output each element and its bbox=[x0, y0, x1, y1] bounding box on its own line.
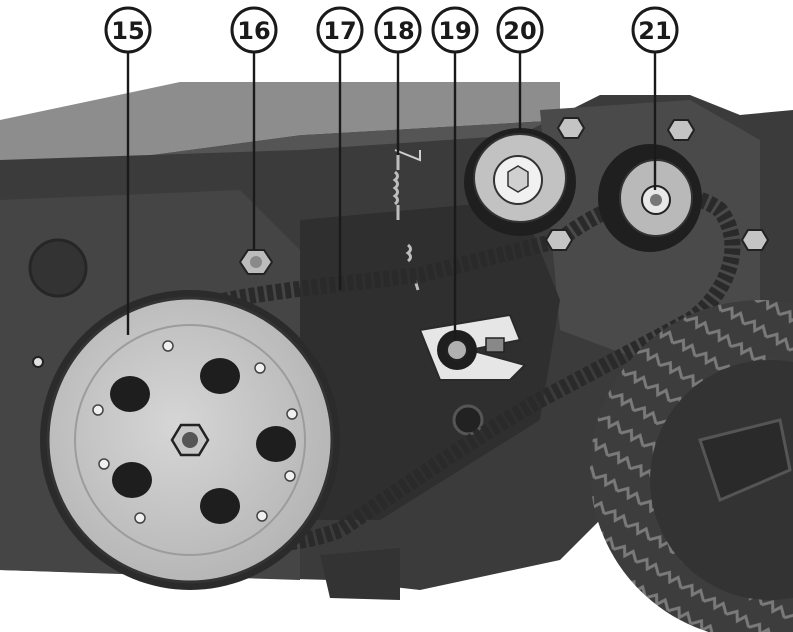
svg-text:16: 16 bbox=[237, 17, 270, 45]
callout-18: 18 bbox=[374, 6, 422, 155]
svg-text:19: 19 bbox=[438, 17, 471, 45]
pulley-small-holes bbox=[92, 340, 298, 524]
svg-text:17: 17 bbox=[323, 17, 356, 45]
driven-pulley bbox=[598, 144, 702, 252]
callout-19: 19 bbox=[431, 6, 479, 340]
housing-nuts bbox=[544, 117, 770, 251]
svg-text:21: 21 bbox=[638, 17, 671, 45]
housing-details bbox=[28, 238, 484, 600]
svg-text:18: 18 bbox=[381, 17, 414, 45]
callout-20: 20 bbox=[496, 6, 544, 130]
pulley-holes bbox=[110, 358, 296, 524]
callout-16: 16 bbox=[230, 6, 278, 250]
pivot-bolt bbox=[238, 249, 274, 275]
drive-pulley bbox=[40, 290, 340, 590]
svg-text:15: 15 bbox=[111, 17, 144, 45]
svg-text:20: 20 bbox=[503, 17, 536, 45]
tension-arm bbox=[418, 313, 527, 381]
callout-17: 17 bbox=[316, 6, 364, 290]
callout-15: 15 bbox=[104, 6, 152, 335]
idler-pulley bbox=[464, 128, 576, 236]
callouts: 15 16 17 18 19 20 21 bbox=[104, 6, 679, 340]
callout-21: 21 bbox=[631, 6, 679, 190]
wheel-tire bbox=[590, 300, 793, 632]
